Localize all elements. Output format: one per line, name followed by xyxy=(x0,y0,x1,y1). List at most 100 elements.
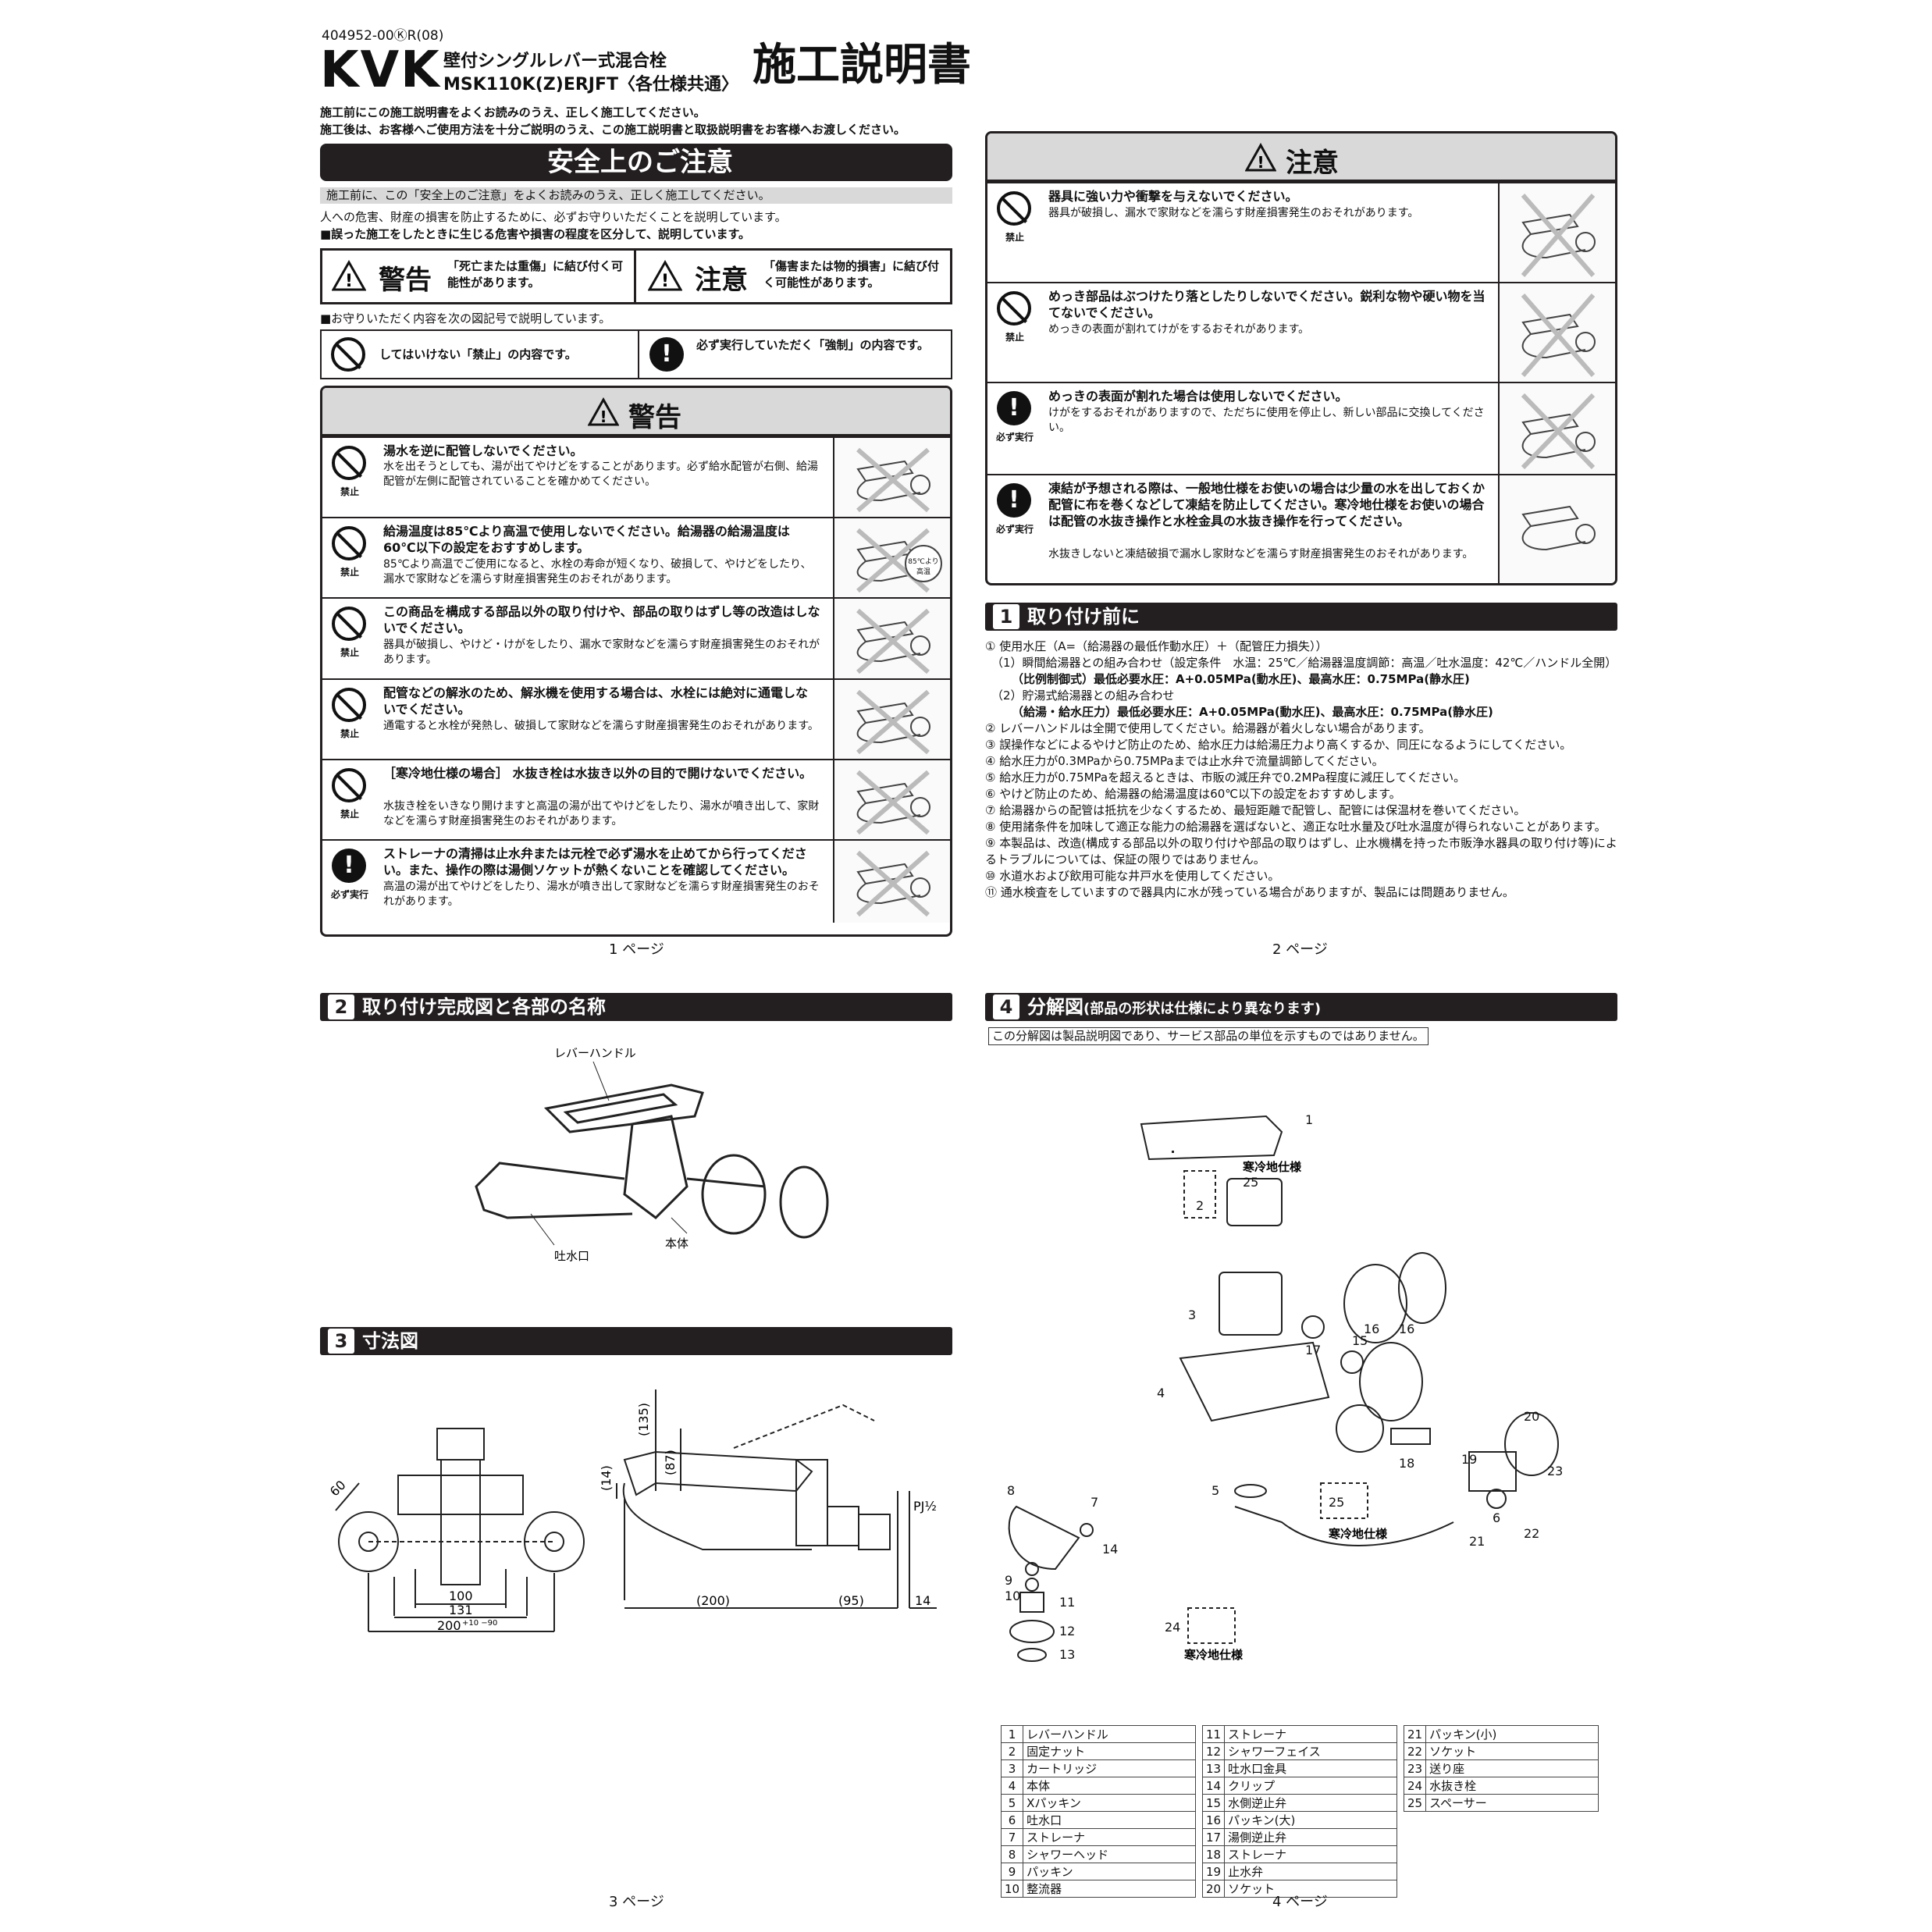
svg-text:13: 13 xyxy=(1059,1647,1075,1662)
warning-illustration xyxy=(833,841,950,923)
part-name: シャワーフェイス xyxy=(1224,1742,1397,1760)
prohibit-icon xyxy=(332,688,366,722)
part-number: 2 xyxy=(1000,1742,1024,1760)
warning-body: 通電すると水栓が発熱し、破損して家財などを濡らす財産損害発生のおそれがあります。 xyxy=(383,720,819,732)
caution-illustration xyxy=(1498,383,1615,475)
label-spout: 吐水口 xyxy=(554,1249,589,1263)
label-lever: レバーハンドル xyxy=(554,1046,636,1060)
warning-title: 配管などの解氷のため、解氷機を使用する場合は、水栓には絶対に通電しないでください… xyxy=(383,685,809,717)
warning-illustration xyxy=(833,680,950,760)
prohibit-icon xyxy=(332,446,366,480)
list-item: ⑩ 水道水および飲用可能な井戸水を使用してください。 xyxy=(985,869,1280,883)
list-item: （給湯・給水圧力）最低必要水圧：A+0.05MPa(動水圧)、最高水圧：0.75… xyxy=(1012,705,1493,719)
product-line1: 壁付シングルレバー式混合栓 xyxy=(443,52,667,71)
svg-text:12: 12 xyxy=(1059,1624,1075,1638)
spout-shape xyxy=(475,1162,633,1219)
warning-title: ［寒冷地仕様の場合］ 水抜き栓は水抜き以外の目的で開けないでください。 xyxy=(383,766,813,781)
prohibit-icon xyxy=(331,337,365,372)
list-item: ⑧ 使用諸条件を加味して適正な能力の給湯器を選ばないと、適正な吐水量及び吐水温度… xyxy=(985,820,1606,834)
svg-text:8: 8 xyxy=(1007,1483,1015,1498)
safety-title: 安全上のご注意 xyxy=(320,144,952,181)
caution-body: めっきの表面が割れてけがをするおそれがあります。 xyxy=(1048,323,1310,336)
part-name: 吐水口 xyxy=(1023,1811,1196,1829)
warning-illustration xyxy=(833,599,950,680)
part-name: 湯側逆止弁 xyxy=(1224,1828,1397,1846)
caution-section-title: 注意 xyxy=(1286,148,1339,179)
warning-item: 禁止湯水を逆に配管しないでください。水を出そうとしても、湯が出てやけどをすること… xyxy=(322,436,950,518)
part-number: 21 xyxy=(1403,1725,1427,1743)
page-number-4: 4 ページ xyxy=(1272,1894,1328,1910)
part-number: 22 xyxy=(1403,1742,1427,1760)
warning-body: 水抜き栓をいきなり開けますと高温の湯が出てやけどをしたり、湯水が噴き出して、家財… xyxy=(383,800,820,827)
caution-desc: 「傷害または物的損害」に結び付く可能性があります。 xyxy=(763,259,940,290)
warning-triangle-icon: ! xyxy=(332,260,366,291)
svg-text:25: 25 xyxy=(1243,1175,1258,1190)
list-item: ⑪ 通水検査をしていますので器具内に水が残っている場合がありますが、製品には問題… xyxy=(985,885,1514,899)
section-title: 分解図 xyxy=(1027,996,1083,1018)
icon-caption: 必ず実行 xyxy=(330,889,368,900)
prohibit-icon xyxy=(332,768,366,802)
part-number: 4 xyxy=(1000,1777,1024,1795)
icon-caption: 必ず実行 xyxy=(995,432,1034,443)
lever-handle-shape xyxy=(543,1083,704,1133)
svg-text:23: 23 xyxy=(1547,1464,1563,1478)
list-item: ② レバーハンドルは全開で使用してください。給湯器が着火しない場合があります。 xyxy=(985,721,1431,735)
part-name: ソケット xyxy=(1425,1742,1599,1760)
part-name: 水抜き栓 xyxy=(1425,1777,1599,1795)
section-title: 寸法図 xyxy=(362,1330,418,1352)
svg-text:16: 16 xyxy=(1364,1322,1379,1336)
warning-body: 高温の湯が出てやけどをしたり、湯水が噴き出して家財などを濡らす財産損害発生のおそ… xyxy=(383,881,820,908)
list-item: （比例制御式）最低必要水圧：A+0.05MPa(動水圧)、最高水圧：0.75MP… xyxy=(1012,672,1470,686)
mandatory-icon: ! xyxy=(649,337,684,372)
part-number: 7 xyxy=(1000,1828,1024,1846)
section-subtitle: (部品の形状は仕様により異なります) xyxy=(1083,1001,1322,1017)
part-name: パッキン(大) xyxy=(1224,1811,1397,1829)
cold-region-label: 寒冷地仕様 xyxy=(1329,1527,1388,1541)
prohibit-desc: してはいけない「禁止」の内容です。 xyxy=(379,347,577,361)
caution-title: めっきの表面が割れた場合は使用しないでください。 xyxy=(1048,389,1348,404)
product-line2: MSK110K(Z)ERJFT〈各仕様共通〉 xyxy=(443,75,739,94)
svg-text:!: ! xyxy=(345,272,353,291)
warning-body: 器具が破損し、やけど・けがをしたり、漏水で家財などを濡らす財産損害発生のおそれが… xyxy=(383,639,820,666)
dim-14-b: 14 xyxy=(915,1593,930,1608)
svg-text:1: 1 xyxy=(1305,1112,1313,1127)
doc-title: 施工説明書 xyxy=(753,40,971,91)
svg-text:24: 24 xyxy=(1165,1620,1180,1635)
part-number: 13 xyxy=(1201,1759,1226,1777)
section-number: 4 xyxy=(993,994,1019,1019)
part-number: 25 xyxy=(1403,1794,1427,1812)
part-name: パッキン xyxy=(1023,1863,1196,1880)
part-name: 本体 xyxy=(1023,1777,1196,1795)
svg-text:9: 9 xyxy=(1005,1573,1012,1588)
warning-title: 湯水を逆に配管しないでください。 xyxy=(383,443,583,458)
icon-caption: 禁止 xyxy=(1005,232,1024,243)
caution-body: けがをするおそれがありますので、ただちに使用を停止し、新しい部品に交換してくださ… xyxy=(1048,407,1485,434)
svg-text:6: 6 xyxy=(1493,1510,1500,1525)
part-name: クリップ xyxy=(1224,1777,1397,1795)
svg-text:15: 15 xyxy=(1352,1333,1368,1348)
part-name: 水側逆止弁 xyxy=(1224,1794,1397,1812)
part-name: パッキン(小) xyxy=(1425,1725,1599,1743)
safety-p2: ■誤った施工をしたときに生じる危害や損害の程度を区分して、説明しています。 xyxy=(320,227,751,241)
icon-caption: 禁止 xyxy=(340,486,359,497)
warning-section-title: 警告 xyxy=(628,402,681,433)
warning-triangle-icon: ! xyxy=(588,397,619,426)
svg-text:17: 17 xyxy=(1305,1343,1321,1357)
